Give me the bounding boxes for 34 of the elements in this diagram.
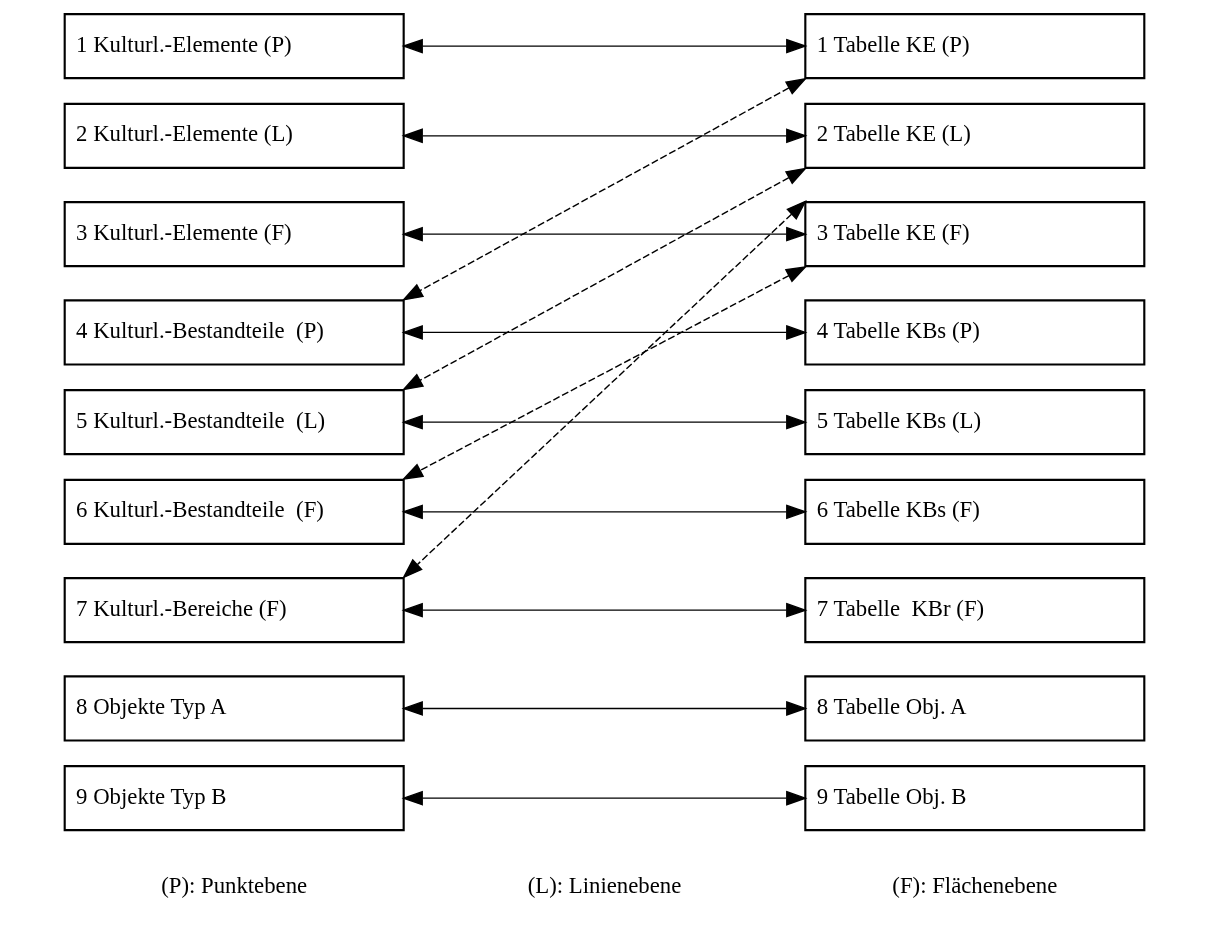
arrow [401, 38, 807, 54]
node-box: 6 Tabelle KBs (F) [803, 478, 1145, 545]
node-box: 4 Kulturl.-Bestandteile (P) [63, 299, 405, 366]
node-box: 4 Tabelle KBs (P) [803, 299, 1145, 366]
arrow [401, 504, 807, 520]
node-box: 7 Kulturl.-Bereiche (F) [63, 577, 405, 644]
node-box: 6 Kulturl.-Bestandteile (F) [63, 478, 405, 545]
arrow [401, 226, 807, 242]
arrow [401, 324, 807, 340]
node-box: 5 Kulturl.-Bestandteile (L) [63, 389, 405, 456]
arrow [401, 199, 807, 579]
node-box: 2 Tabelle KE (L) [803, 102, 1145, 169]
node-box: 3 Kulturl.-Elemente (F) [63, 201, 405, 268]
node-box: 5 Tabelle KBs (L) [803, 389, 1145, 456]
label: (L): Linienebene [527, 873, 681, 899]
node-box: 2 Kulturl.-Elemente (L) [63, 102, 405, 169]
arrow [401, 77, 807, 301]
arrow [401, 790, 807, 806]
arrow [401, 700, 807, 716]
node-box: 8 Objekte Typ A [63, 675, 405, 742]
node-box: 1 Tabelle KE (P) [803, 13, 1145, 80]
node-box: 8 Tabelle Obj. A [803, 675, 1145, 742]
node-box: 9 Tabelle Obj. B [803, 765, 1145, 832]
label: (P): Punktebene [160, 873, 307, 899]
arrow [401, 265, 807, 481]
node-box: 3 Tabelle KE (F) [803, 201, 1145, 268]
arrow [401, 167, 807, 391]
node-box: 1 Kulturl.-Elemente (P) [63, 13, 405, 80]
node-box: 9 Objekte Typ B [63, 765, 405, 832]
arrow [401, 414, 807, 430]
label: (F): Flächenebene [891, 873, 1057, 899]
arrow [401, 602, 807, 618]
node-box: 7 Tabelle KBr (F) [803, 577, 1145, 644]
arrow [401, 128, 807, 144]
